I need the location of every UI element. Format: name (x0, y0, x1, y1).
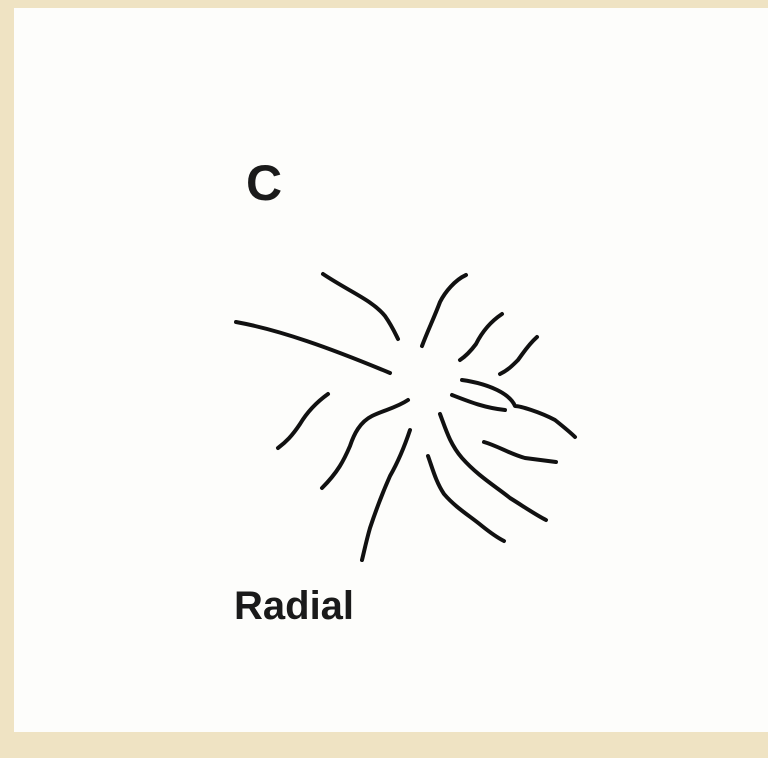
radial-line-13 (278, 394, 328, 448)
radial-line-10 (428, 456, 504, 541)
radial-line-7 (452, 395, 505, 410)
radial-line-11 (362, 430, 410, 560)
radial-line-12 (322, 400, 408, 488)
radial-line-3 (422, 275, 466, 346)
radial-line-6 (462, 380, 575, 437)
radial-line-8 (484, 442, 556, 462)
figure-caption: Radial (234, 586, 354, 626)
radial-line-2 (323, 274, 398, 339)
radial-line-5 (500, 337, 537, 374)
radial-line-1 (236, 322, 390, 373)
radial-line-4 (460, 314, 502, 360)
